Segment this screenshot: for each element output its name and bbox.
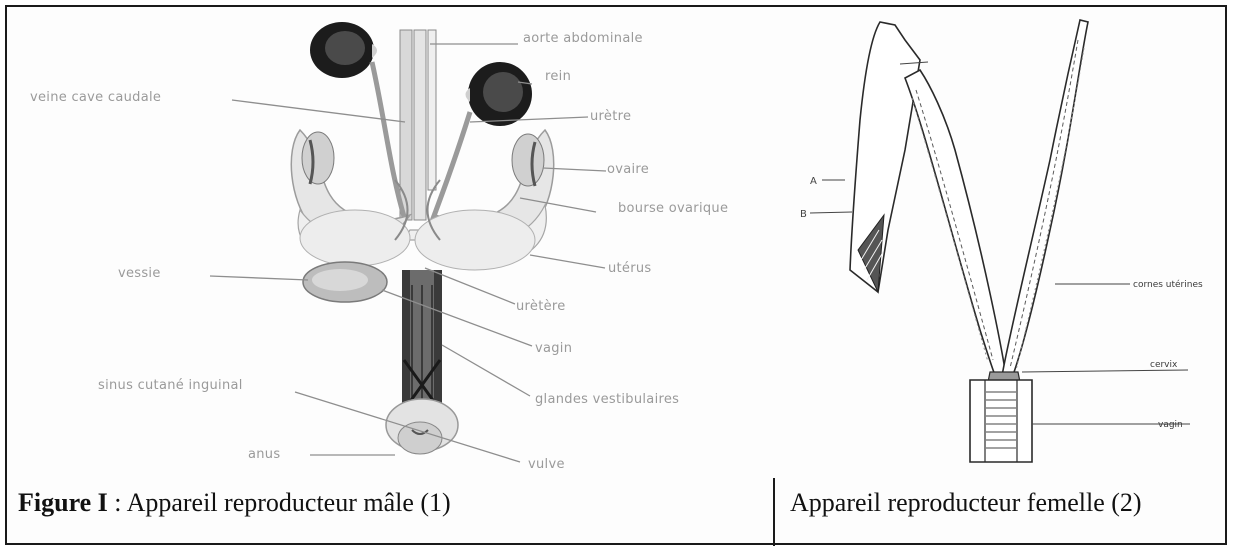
label-sinus-cutane: sinus cutané inguinal: [98, 378, 243, 393]
label-vulve: vulve: [528, 457, 565, 472]
vagina-tract: [402, 270, 442, 410]
figure1-caption-text: : Appareil reproducteur mâle (1): [108, 488, 451, 517]
bladder: [303, 262, 387, 302]
label-vagin-f: vagin: [1158, 420, 1183, 430]
label-ovaire: ovaire: [607, 162, 649, 177]
left-kidney: [310, 22, 377, 78]
label-veine-cave: veine cave caudale: [30, 90, 161, 105]
vulva: [386, 399, 458, 454]
label-vagin: vagin: [535, 341, 572, 356]
right-kidney: [466, 62, 533, 126]
label-uretre: urètre: [590, 109, 631, 124]
figure1-illustration: aorte abdominale rein veine cave caudale…: [30, 22, 728, 472]
figure2-illustration: A B cornes utérines cervix vagin: [800, 20, 1203, 462]
great-vessels: [400, 30, 436, 220]
label-glandes-vestibulaires: glandes vestibulaires: [535, 392, 679, 407]
label-uterus: utérus: [608, 261, 652, 276]
label-vessie: vessie: [118, 266, 161, 281]
label-letter-b: B: [800, 209, 807, 220]
figure1-caption: Figure I : Appareil reproducteur mâle (1…: [18, 488, 451, 518]
label-uretere: urètère: [516, 299, 566, 314]
label-cornes-uterines: cornes utérines: [1133, 279, 1203, 290]
label-letter-a: A: [810, 176, 817, 187]
label-anus: anus: [248, 447, 280, 462]
figure1-caption-bold: Figure I: [18, 488, 108, 517]
label-cervix: cervix: [1150, 360, 1178, 370]
figure2-caption: Appareil reproducteur femelle (2): [790, 488, 1142, 518]
right-uterine-horn: [1002, 20, 1088, 378]
label-bourse-ovarique: bourse ovarique: [618, 201, 728, 216]
label-aorte-abdominale: aorte abdominale: [523, 31, 643, 46]
label-rein: rein: [545, 69, 571, 84]
